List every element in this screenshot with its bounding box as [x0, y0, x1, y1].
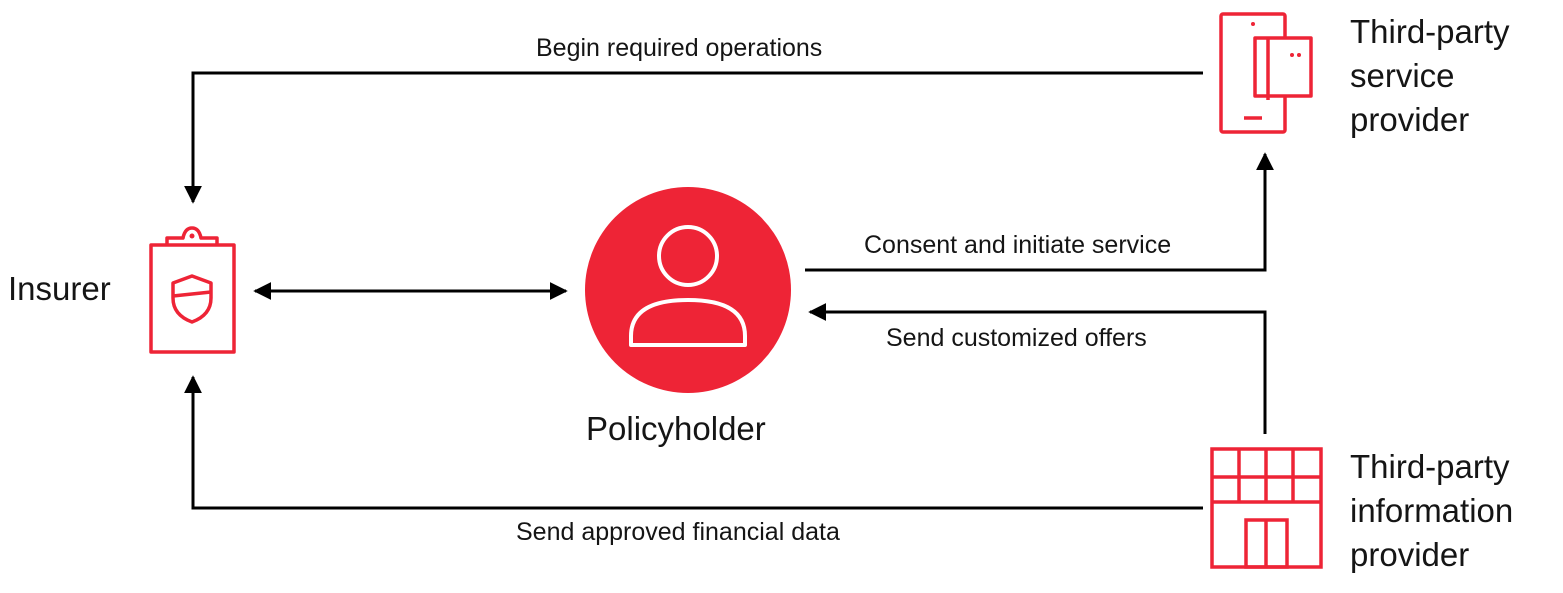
person-icon: [585, 187, 791, 393]
building-icon: [1210, 447, 1323, 569]
info-provider-label-line-2: information: [1350, 492, 1514, 529]
mobile-devices-icon: [1219, 12, 1313, 134]
insurer-label: Insurer: [8, 270, 111, 307]
edge-begin-required-operations: [184, 71, 1203, 204]
service-provider-label-line-2: service: [1350, 57, 1455, 94]
info-provider-label-line-3: provider: [1350, 536, 1470, 573]
clipboard-shield-icon: [149, 226, 236, 354]
info-provider-label: Third-party information provider: [1350, 445, 1513, 577]
policyholder-label: Policyholder: [586, 410, 766, 447]
edge-label-send-approved-financial-data: Send approved financial data: [516, 518, 840, 546]
service-provider-label: Third-party service provider: [1350, 10, 1510, 142]
info-provider-label-line-1: Third-party: [1350, 448, 1510, 485]
edge-label-begin-required-operations: Begin required operations: [536, 34, 823, 62]
edge-consent-initiate-service: [805, 152, 1274, 272]
service-provider-label-line-3: provider: [1350, 101, 1470, 138]
edge-label-consent-initiate-service: Consent and initiate service: [864, 231, 1172, 259]
edge-send-approved-financial-data: [184, 375, 1203, 510]
edge-send-customized-offers: [808, 303, 1267, 434]
service-provider-label-line-1: Third-party: [1350, 13, 1510, 50]
edge-label-send-customized-offers: Send customized offers: [886, 324, 1147, 352]
